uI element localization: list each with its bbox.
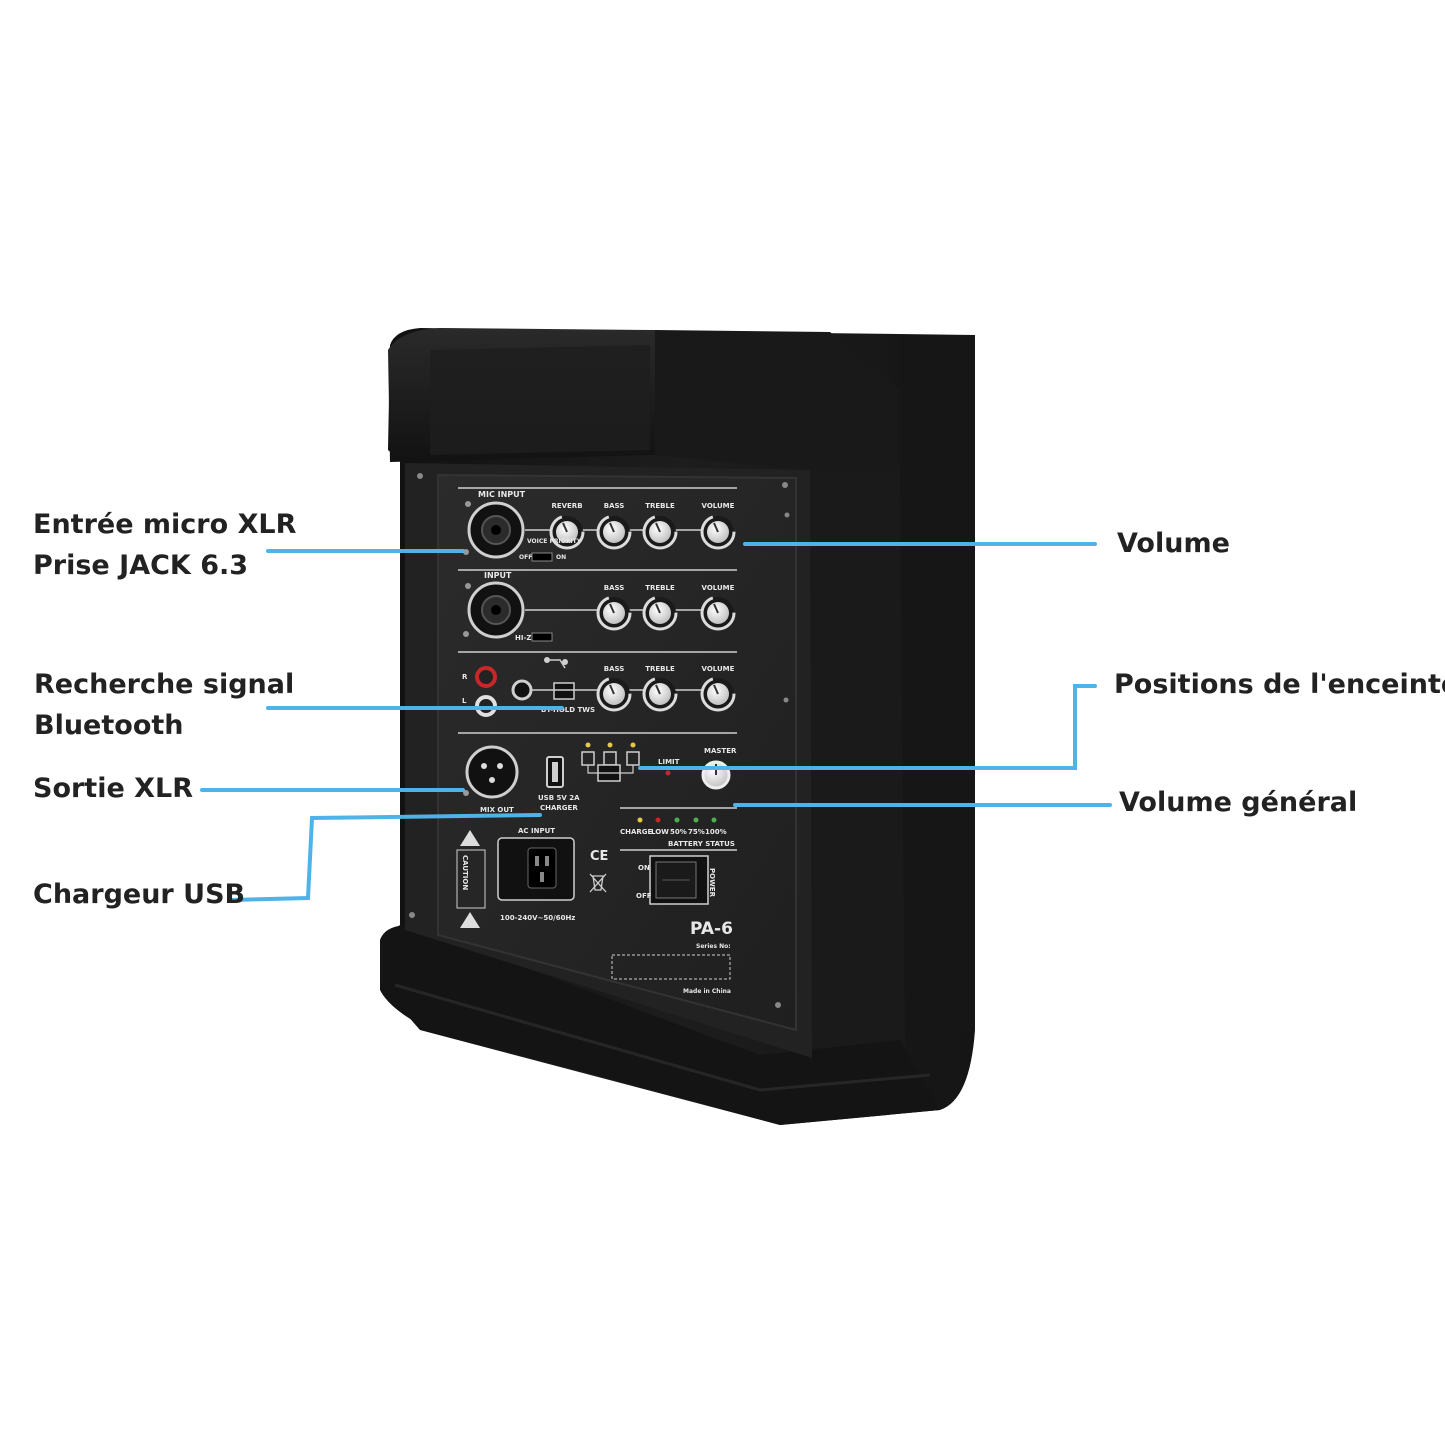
ac-input-label: AC INPUT bbox=[518, 827, 555, 835]
input-label: INPUT bbox=[484, 571, 512, 580]
rca-r-label: R bbox=[462, 673, 468, 681]
ch1-treble-knob-pointer bbox=[655, 522, 661, 533]
battery-charge-label: CHARGE bbox=[620, 828, 653, 836]
serial-number-box bbox=[611, 954, 731, 980]
voice-priority-off: OFF bbox=[519, 554, 532, 561]
caution-label: CAUTION bbox=[461, 855, 469, 890]
ch2-treble-knob-pointer bbox=[655, 603, 661, 614]
made-in-label: Made in China bbox=[683, 988, 731, 995]
voice-priority-switch[interactable] bbox=[531, 552, 553, 562]
usb-charger-callout-text: Chargeur USB bbox=[33, 879, 246, 910]
speaker-positions-callout-text: Positions de l'enceinte bbox=[1114, 669, 1445, 700]
callout-lines bbox=[200, 542, 1112, 902]
battery-status-label: BATTERY STATUS bbox=[668, 840, 735, 848]
battery-leds bbox=[637, 817, 717, 823]
ch3-bass-label: BASS bbox=[604, 665, 625, 673]
xlr-out-callout-text: Sortie XLR bbox=[33, 773, 193, 804]
limit-led bbox=[665, 770, 671, 776]
ch1-reverb-label: REVERB bbox=[551, 502, 582, 510]
volume-callout: Volume bbox=[1117, 523, 1230, 564]
speaker-positions-callout: Positions de l'enceinte bbox=[1114, 664, 1445, 705]
ch2-volume-knob-pointer bbox=[713, 603, 719, 614]
master-volume-callout-text: Volume général bbox=[1119, 787, 1358, 818]
mic-xlr-callout: Entrée micro XLR Prise JACK 6.3 bbox=[33, 504, 296, 586]
weee-bin-icon bbox=[589, 873, 607, 893]
channel-1: REVERB BASS TREBLE VOLUME bbox=[463, 501, 736, 562]
voice-priority-label: VOICE PRIORITY bbox=[527, 538, 582, 545]
hi-z-label: HI-Z bbox=[515, 634, 531, 642]
voice-priority-on: ON bbox=[556, 554, 566, 561]
ch3-treble-knob-pointer bbox=[655, 684, 661, 695]
ch1-reverb-knob-pointer bbox=[562, 522, 568, 533]
ch2-treble-label: TREBLE bbox=[645, 584, 675, 592]
power-off-label: OFF bbox=[636, 892, 652, 900]
power-on-label: ON bbox=[638, 864, 650, 872]
power-label: POWER bbox=[708, 868, 716, 898]
mix-out-label: MIX OUT bbox=[480, 806, 514, 814]
ac-rating-label: 100-240V~50/60Hz bbox=[500, 914, 575, 922]
usb-charger-callout-line bbox=[230, 813, 542, 902]
ch1-volume-label: VOLUME bbox=[702, 502, 735, 510]
ch3-volume-knob-pointer bbox=[713, 684, 719, 695]
volume-callout-text: Volume bbox=[1117, 528, 1230, 559]
battery-50-label: 50% bbox=[670, 828, 687, 836]
xlr-out-callout: Sortie XLR bbox=[33, 768, 193, 809]
master-volume-callout: Volume général bbox=[1119, 782, 1357, 823]
position-callout-line bbox=[638, 684, 1097, 770]
battery-100-label: 100% bbox=[705, 828, 727, 836]
battery-75-label: 75% bbox=[688, 828, 705, 836]
ch2-bass-label: BASS bbox=[604, 584, 625, 592]
bt-hold-tws-button[interactable] bbox=[553, 682, 575, 700]
master-label: MASTER bbox=[704, 747, 737, 755]
mic-xlr-callout-line2: Prise JACK 6.3 bbox=[33, 550, 249, 581]
ch3-treble-label: TREBLE bbox=[645, 665, 675, 673]
rca-right-jack[interactable] bbox=[475, 666, 497, 688]
ch1-bass-knob-pointer bbox=[609, 522, 615, 533]
power-section: CE bbox=[456, 830, 731, 980]
ch2-bass-knob-pointer bbox=[609, 603, 615, 614]
ch1-treble-label: TREBLE bbox=[645, 502, 675, 510]
series-label: Series No: bbox=[696, 943, 731, 950]
ch1-volume-knob-pointer bbox=[713, 522, 719, 533]
hi-z-switch[interactable] bbox=[531, 632, 553, 642]
aux-jack[interactable] bbox=[511, 679, 533, 701]
usb-label-line2: CHARGER bbox=[540, 804, 578, 812]
usb-label-line1: USB 5V 2A bbox=[538, 794, 580, 802]
xlr-output-jack[interactable] bbox=[465, 745, 519, 799]
bt-hold-tws-label: BT-HOLD TWS bbox=[541, 706, 595, 714]
ch3-bass-knob-pointer bbox=[609, 684, 615, 695]
limit-label: LIMIT bbox=[658, 758, 680, 766]
bt-search-callout-line1: Recherche signal bbox=[34, 669, 295, 700]
channel-2: BASS TREBLE VOLUME bbox=[463, 581, 736, 642]
speaker-position-selector[interactable] bbox=[581, 742, 640, 782]
mic-xlr-callout-line1: Entrée micro XLR bbox=[33, 509, 297, 540]
mic-input-label: MIC INPUT bbox=[478, 490, 526, 499]
ce-mark: CE bbox=[590, 849, 608, 864]
ch2-volume-label: VOLUME bbox=[702, 584, 735, 592]
rca-l-label: L bbox=[462, 697, 467, 705]
model-label: PA-6 bbox=[690, 919, 733, 939]
battery-low-label: LOW bbox=[651, 828, 669, 836]
bt-search-callout-line2: Bluetooth bbox=[34, 710, 184, 741]
ch3-volume-label: VOLUME bbox=[702, 665, 735, 673]
channel-3: BASS TREBLE VOLUME bbox=[475, 657, 736, 717]
bt-search-callout: Recherche signal Bluetooth bbox=[34, 664, 294, 746]
usb-charger-callout: Chargeur USB bbox=[33, 874, 245, 915]
ch1-bass-label: BASS bbox=[604, 502, 625, 510]
